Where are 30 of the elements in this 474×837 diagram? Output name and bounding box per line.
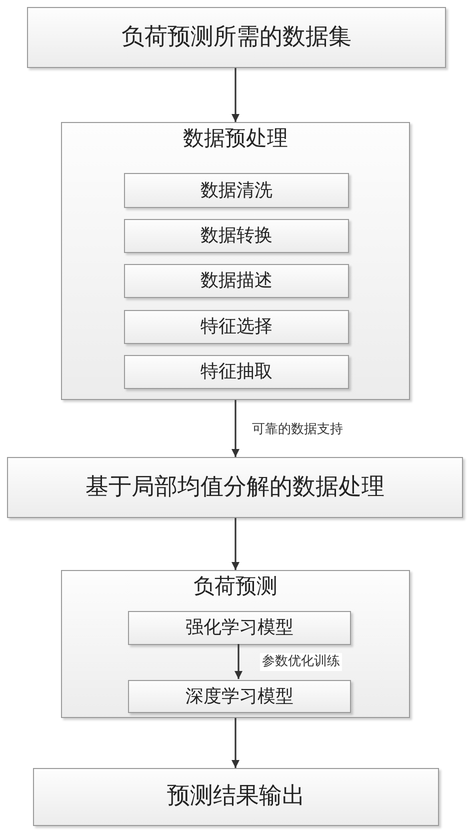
arrow: [234, 644, 242, 679]
edge-label: 参数优化训练: [260, 653, 342, 671]
arrow: [232, 718, 240, 768]
process-box: [128, 611, 351, 645]
group-box: [61, 570, 410, 718]
arrow: [232, 518, 240, 570]
process-box: [7, 457, 463, 518]
arrow: [232, 68, 240, 122]
process-box: [124, 264, 349, 298]
box-label: 特征抽取: [200, 360, 274, 384]
process-box: [128, 680, 351, 713]
box-label: 强化学习模型: [184, 616, 294, 640]
process-box: [124, 355, 349, 389]
process-box: [124, 219, 349, 253]
process-box: [124, 173, 349, 208]
process-box: [33, 768, 439, 826]
box-label: 数据描述: [200, 269, 274, 294]
box-label: 深度学习模型: [184, 684, 294, 709]
box-label: 预测结果输出: [166, 782, 306, 812]
process-box: [27, 7, 446, 68]
box-label: 数据清洗: [200, 178, 274, 203]
group-box: [61, 122, 410, 400]
box-label: 数据转换: [200, 224, 274, 248]
box-label: 特征选择: [200, 315, 274, 340]
group-title: 负荷预测: [192, 573, 278, 600]
arrow: [232, 400, 240, 457]
box-label: 负荷预测所需的数据集: [120, 22, 352, 52]
process-box: [124, 310, 349, 344]
box-label: 基于局部均值分解的数据处理: [84, 472, 386, 502]
group-title: 数据预处理: [182, 125, 289, 152]
